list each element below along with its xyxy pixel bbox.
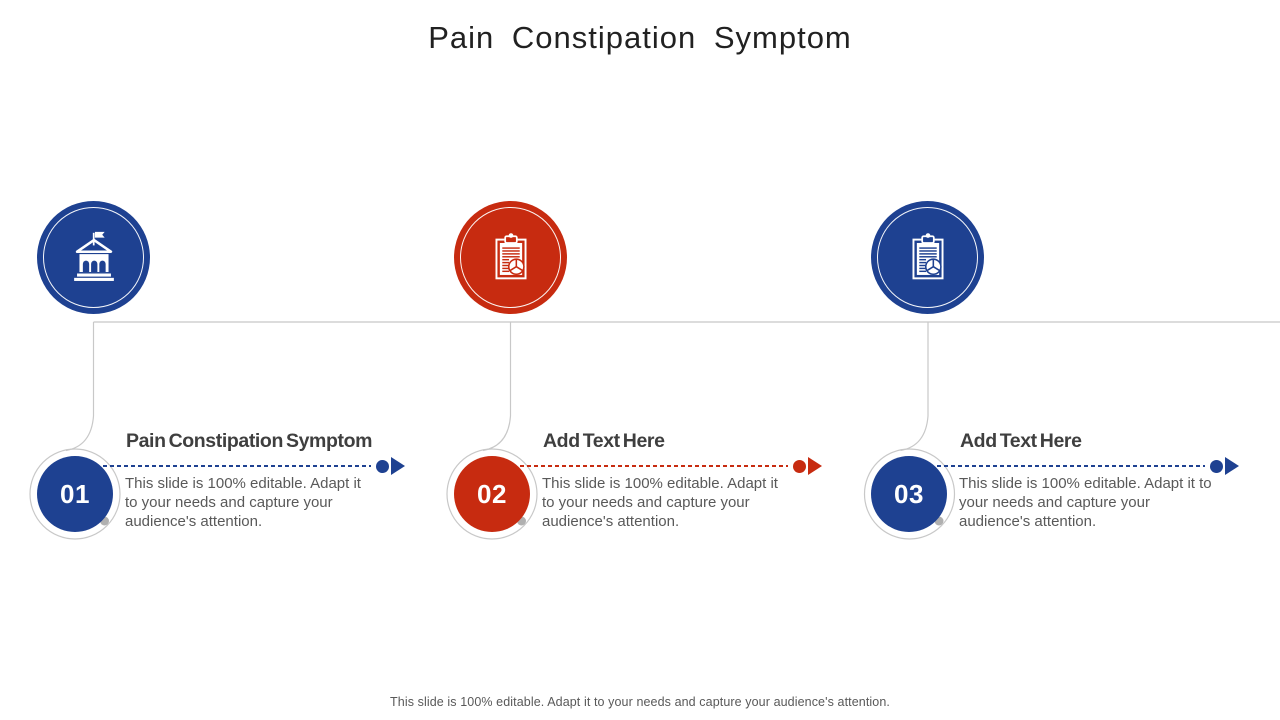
dashed-connector [103, 465, 371, 467]
item-body-text: This slide is 100% editable. Adapt it to… [125, 475, 361, 530]
clipboard-report-icon [454, 201, 567, 314]
connector-dot [793, 459, 806, 473]
step-number-badge: 02 [454, 456, 530, 532]
timeline-item: 02 Add Text Here This slide is 100% edit… [447, 0, 847, 720]
connector-dot [1210, 459, 1223, 473]
step-number: 03 [894, 478, 924, 509]
slide-footer-note: This slide is 100% editable. Adapt it to… [390, 695, 890, 709]
dashed-connector [520, 465, 788, 467]
bank-building-icon [37, 201, 150, 314]
item-heading: Add Text Here [543, 430, 665, 452]
step-number: 01 [60, 478, 90, 509]
dashed-connector [937, 465, 1205, 467]
step-number-badge: 01 [37, 456, 113, 532]
arrow-right-icon [1225, 457, 1239, 475]
arrow-right-icon [808, 457, 822, 475]
slide-title: Pain Constipation Symptom [428, 20, 852, 55]
item-body-text: This slide is 100% editable. Adapt it to… [542, 475, 778, 530]
connector-dot [376, 459, 389, 473]
timeline-item: 03 Add Text Here This slide is 100% edit… [864, 0, 1264, 720]
timeline-item: 01 Pain Constipation Symptom This slide … [30, 0, 430, 720]
arrow-right-icon [391, 457, 405, 475]
item-body-text: This slide is 100% editable. Adapt it to… [959, 475, 1212, 530]
item-heading: Add Text Here [960, 430, 1082, 452]
clipboard-report-icon [871, 201, 984, 314]
step-number-badge: 03 [871, 456, 947, 532]
step-number: 02 [477, 478, 507, 509]
item-heading: Pain Constipation Symptom [126, 430, 373, 452]
